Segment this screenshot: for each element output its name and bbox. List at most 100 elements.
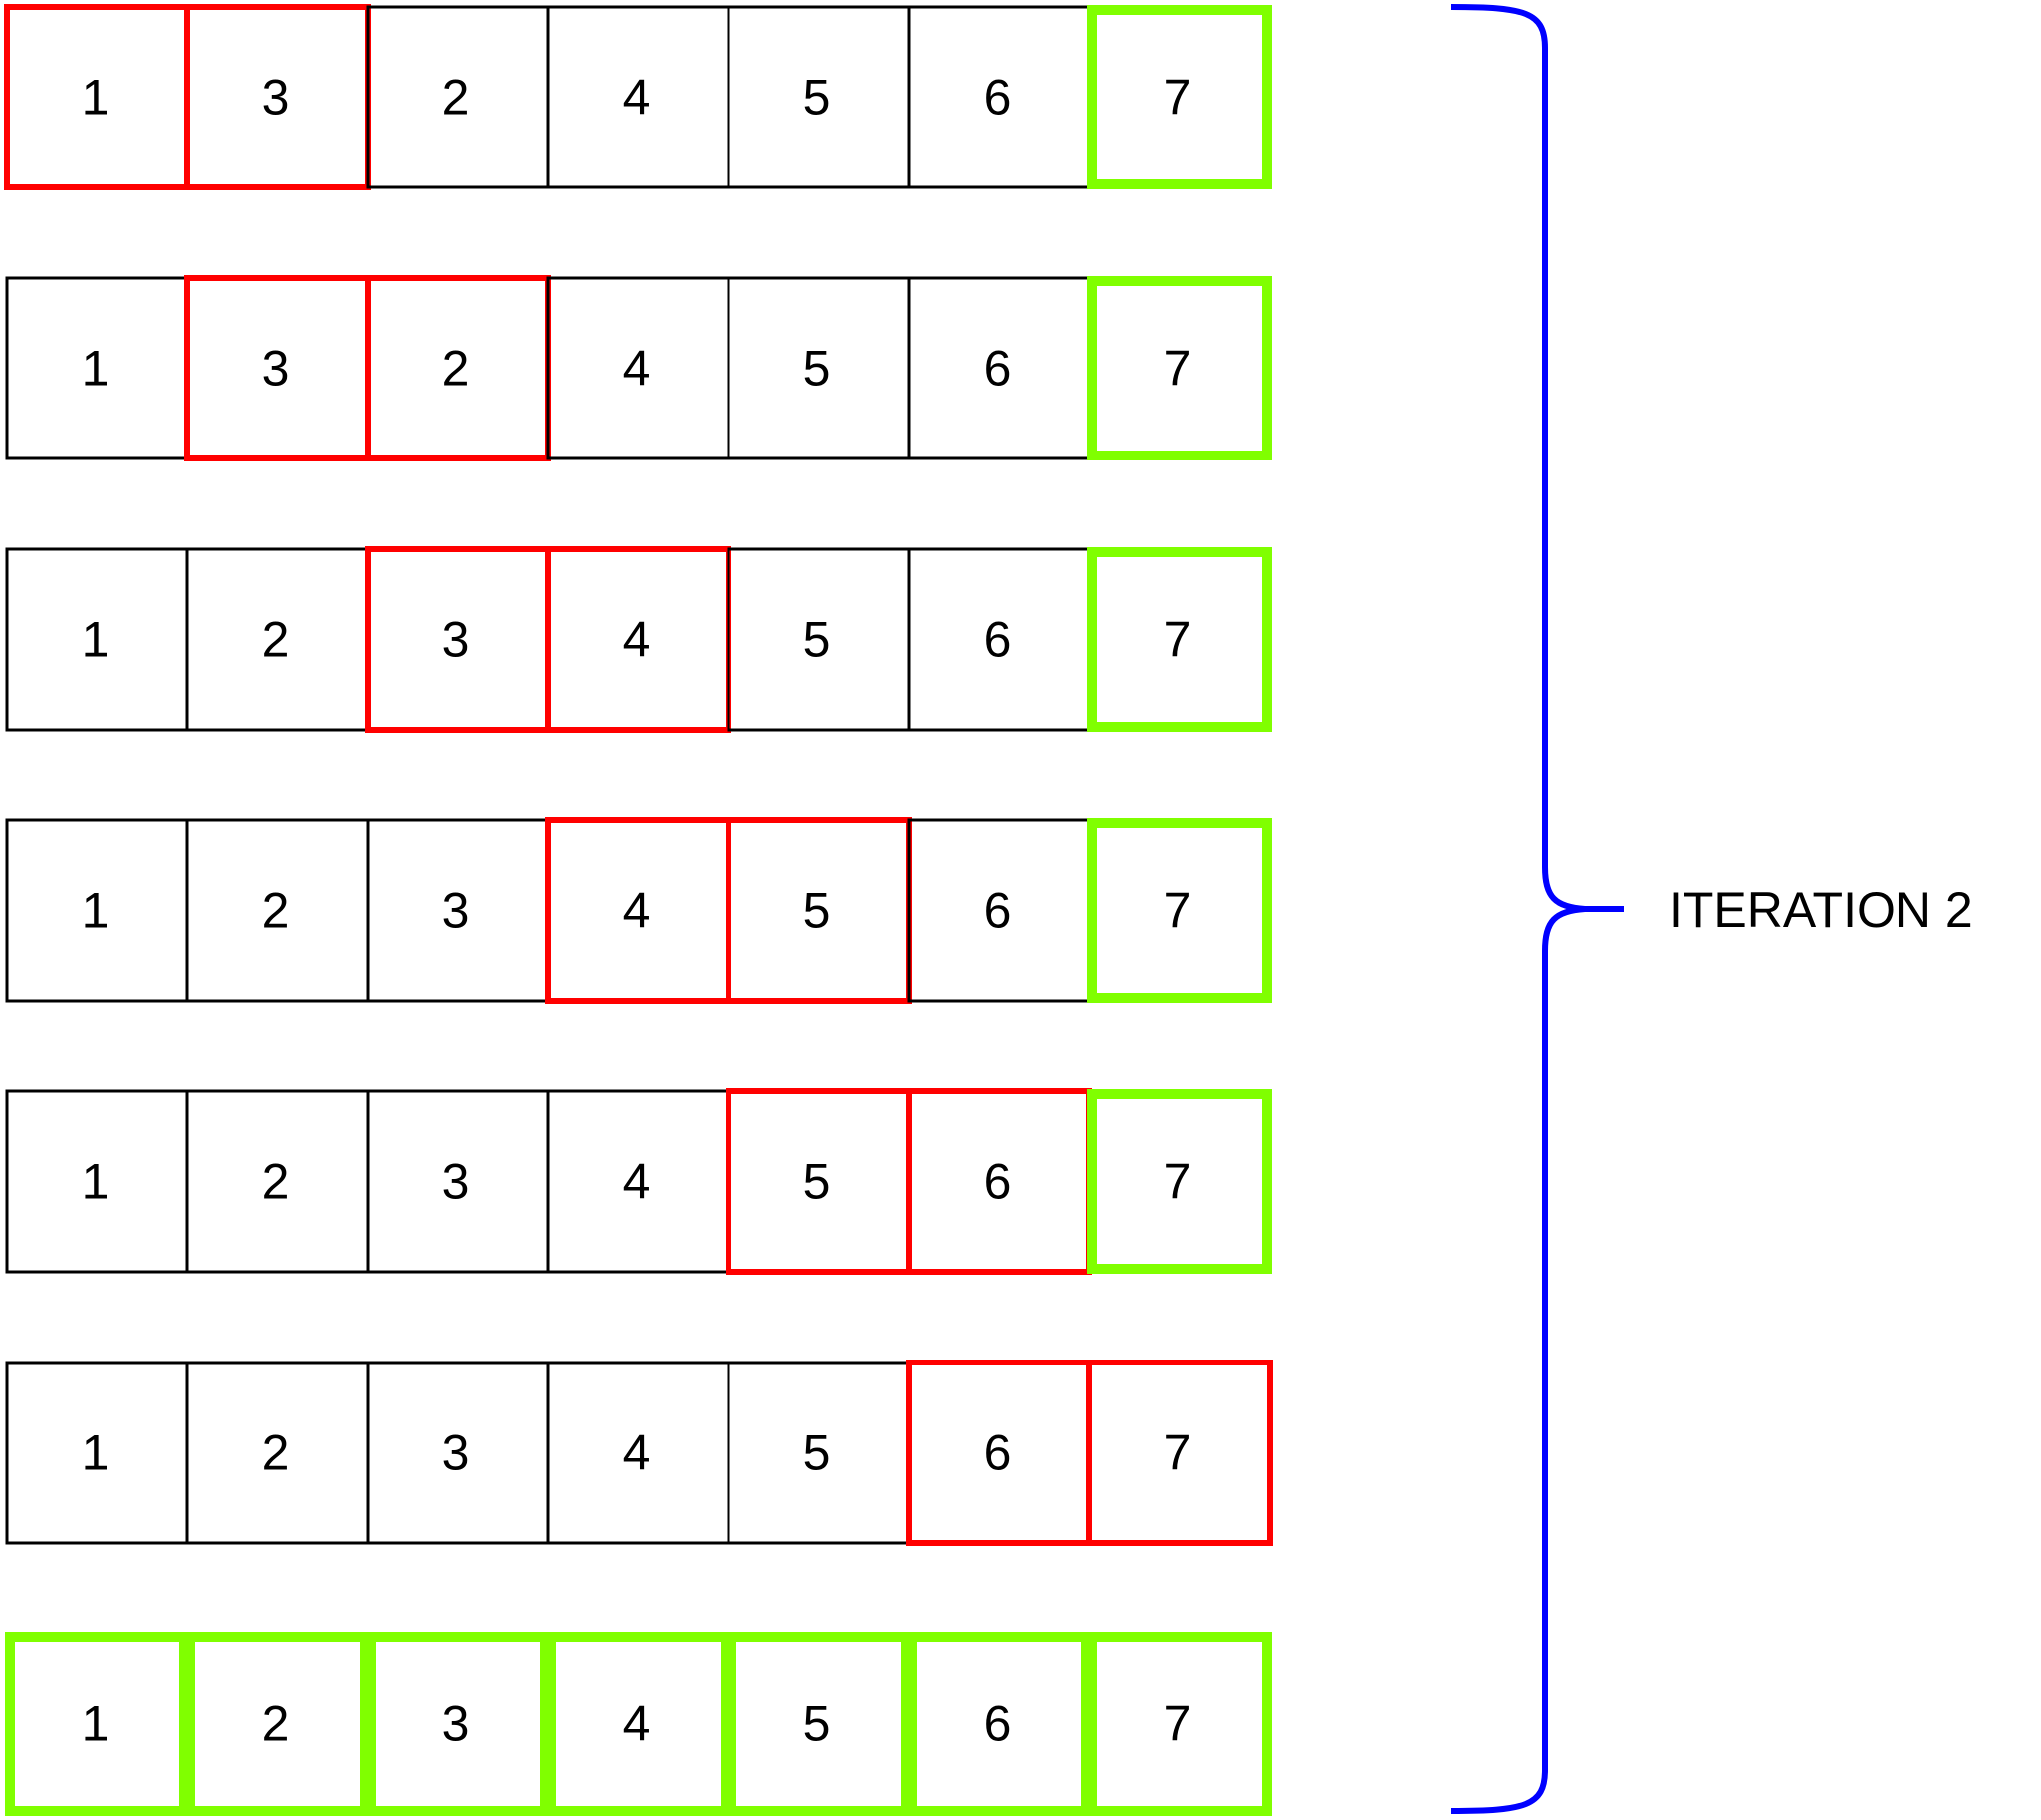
sorted-highlight xyxy=(1087,276,1272,460)
array-cell: 3 xyxy=(184,4,371,190)
array-cell: 1 xyxy=(5,1089,189,1274)
array-cell: 4 xyxy=(545,546,731,733)
array-cell: 6 xyxy=(907,276,1091,460)
compare-highlight xyxy=(1086,1360,1273,1546)
cell-value: 2 xyxy=(262,1425,290,1481)
iteration-label: ITERATION 2 xyxy=(1669,882,1973,938)
cell-value: 1 xyxy=(82,1425,110,1481)
cell-value: 4 xyxy=(623,1696,651,1752)
array-cell: 5 xyxy=(727,1361,911,1545)
array-cell: 6 xyxy=(907,818,1091,1003)
cell-value: 7 xyxy=(1164,70,1192,126)
cell-value: 2 xyxy=(442,341,470,397)
cell-value: 2 xyxy=(262,883,290,939)
array-cell: 5 xyxy=(726,1088,912,1275)
cell-value: 7 xyxy=(1164,883,1192,939)
array-cell: 1 xyxy=(4,4,190,190)
cell-value: 7 xyxy=(1164,612,1192,668)
array-row: 1 2 3 4 5 6 7 xyxy=(5,1360,1273,1546)
cell-value: 5 xyxy=(803,70,831,126)
array-cell: 2 xyxy=(185,818,370,1003)
array-cell: 6 xyxy=(907,5,1091,189)
iteration-brace xyxy=(1450,4,1624,1814)
cell-value: 5 xyxy=(803,1425,831,1481)
array-cell: 4 xyxy=(546,1089,730,1274)
array-cell: 5 xyxy=(726,817,912,1004)
array-cell: 4 xyxy=(545,817,731,1004)
cell-value: 7 xyxy=(1164,1425,1192,1481)
array-cell: 1 xyxy=(5,276,189,460)
cell-value: 6 xyxy=(984,341,1012,397)
sorted-highlight xyxy=(1087,1089,1272,1274)
cell-value: 4 xyxy=(623,1425,651,1481)
array-cell: 4 xyxy=(546,1361,730,1545)
cell-value: 7 xyxy=(1164,1696,1192,1752)
cell-value: 7 xyxy=(1164,341,1192,397)
array-cell: 7 xyxy=(1087,5,1272,189)
array-cell: 2 xyxy=(185,1089,370,1274)
cell-value: 3 xyxy=(442,1154,470,1210)
array-cell: 2 xyxy=(185,1632,370,1816)
cell-value: 3 xyxy=(442,883,470,939)
array-row: 1 3 2 4 5 6 7 xyxy=(4,4,1272,190)
cell-value: 3 xyxy=(442,1425,470,1481)
cell-value: 2 xyxy=(262,1696,290,1752)
array-cell: 7 xyxy=(1087,1632,1272,1816)
cell-value: 5 xyxy=(803,612,831,668)
array-cell: 1 xyxy=(5,547,189,732)
sorted-highlight xyxy=(546,1632,730,1816)
cell-value: 2 xyxy=(442,70,470,126)
array-cell: 7 xyxy=(1086,1360,1273,1546)
cell-value: 1 xyxy=(82,612,110,668)
array-cell: 3 xyxy=(366,1632,550,1816)
array-cell: 7 xyxy=(1087,276,1272,460)
cell-value: 5 xyxy=(803,1154,831,1210)
cell-value: 1 xyxy=(82,1154,110,1210)
cell-value: 2 xyxy=(262,1154,290,1210)
cell-value: 3 xyxy=(262,70,290,126)
cell-value: 4 xyxy=(623,612,651,668)
array-cell: 2 xyxy=(185,547,370,732)
array-cell: 5 xyxy=(727,276,911,460)
array-cell: 1 xyxy=(5,818,189,1003)
array-cell: 5 xyxy=(727,1632,911,1816)
cell-value: 6 xyxy=(984,612,1012,668)
sorted-highlight xyxy=(5,1632,189,1816)
array-cell: 3 xyxy=(365,546,551,733)
array-cell: 3 xyxy=(366,1361,550,1545)
array-row: 1 2 3 4 5 6 7 xyxy=(5,817,1272,1004)
array-row: 1 2 3 4 5 6 7 xyxy=(5,546,1272,733)
array-cell: 5 xyxy=(727,5,911,189)
sorted-highlight xyxy=(1087,547,1272,732)
cell-value: 1 xyxy=(82,341,110,397)
sorted-highlight xyxy=(1087,5,1272,189)
array-cell: 4 xyxy=(546,1632,730,1816)
array-cell: 7 xyxy=(1087,547,1272,732)
cell-value: 6 xyxy=(984,1696,1012,1752)
cell-value: 3 xyxy=(442,612,470,668)
cell-value: 1 xyxy=(82,883,110,939)
cell-value: 4 xyxy=(623,70,651,126)
cell-value: 5 xyxy=(803,883,831,939)
array-cell: 1 xyxy=(5,1361,189,1545)
array-cell: 2 xyxy=(185,1361,370,1545)
array-cell: 6 xyxy=(907,1632,1091,1816)
cell-value: 6 xyxy=(984,1154,1012,1210)
cell-value: 6 xyxy=(984,70,1012,126)
sorted-highlight xyxy=(727,1632,911,1816)
array-cell: 3 xyxy=(366,1089,550,1274)
cell-value: 2 xyxy=(262,612,290,668)
cell-value: 5 xyxy=(803,1696,831,1752)
array-cell: 2 xyxy=(365,275,551,461)
sorted-highlight xyxy=(185,1632,370,1816)
array-cell: 3 xyxy=(184,275,371,461)
array-cell: 6 xyxy=(906,1360,1092,1546)
sorted-highlight xyxy=(1087,818,1272,1003)
cell-value: 4 xyxy=(623,1154,651,1210)
cell-value: 7 xyxy=(1164,1154,1192,1210)
array-cell: 7 xyxy=(1087,818,1272,1003)
array-cell: 5 xyxy=(727,547,911,732)
array-row: 1 2 3 4 5 6 7 xyxy=(5,1088,1272,1275)
